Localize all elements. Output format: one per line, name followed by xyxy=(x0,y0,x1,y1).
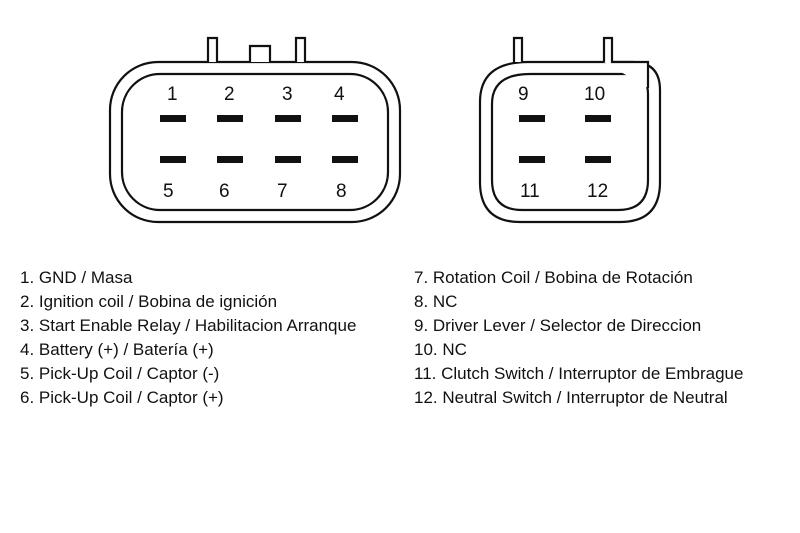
pin-slot-9 xyxy=(519,115,545,122)
pin-slot-11 xyxy=(519,156,545,163)
pin-slot-10 xyxy=(585,115,611,122)
pin-number-1: 1 xyxy=(167,84,178,105)
connector-4-pin-outer-shell xyxy=(478,60,662,224)
legend-item-7: 7. Rotation Coil / Bobina de Rotación xyxy=(414,268,693,287)
legend-item-6: 6. Pick-Up Coil / Captor (+) xyxy=(20,388,224,407)
pin-slot-8 xyxy=(332,156,358,163)
legend-item-8: 8. NC xyxy=(414,292,458,311)
pin-number-7: 7 xyxy=(277,181,288,202)
connector-8-pin-outer-shell xyxy=(108,60,402,224)
connector-8-pin-latch xyxy=(206,36,307,62)
pin-legend-left: 1. GND / Masa 2. Ignition coil / Bobina … xyxy=(20,266,356,410)
pin-legend-right: 7. Rotation Coil / Bobina de Rotación 8.… xyxy=(414,266,743,410)
legend-item-2: 2. Ignition coil / Bobina de ignición xyxy=(20,292,278,311)
pin-slot-2 xyxy=(217,115,243,122)
pin-slot-3 xyxy=(275,115,301,122)
legend-item-3: 3. Start Enable Relay / Habilitacion Arr… xyxy=(20,316,357,335)
connector-4-pin xyxy=(478,36,662,224)
pin-slot-6 xyxy=(217,156,243,163)
pin-number-9: 9 xyxy=(518,84,529,105)
pin-number-11: 11 xyxy=(520,181,540,202)
legend-item-11: 11. Clutch Switch / Interruptor de Embra… xyxy=(414,364,744,383)
pin-number-5: 5 xyxy=(163,181,174,202)
pin-number-3: 3 xyxy=(282,84,293,105)
connector-4-pin-inner-shell xyxy=(490,72,650,212)
pin-number-10: 10 xyxy=(584,84,605,105)
pin-slot-4 xyxy=(332,115,358,122)
legend-item-12: 12. Neutral Switch / Interruptor de Neut… xyxy=(414,388,728,407)
legend-item-10: 10. NC xyxy=(414,340,467,359)
legend-item-1: 1. GND / Masa xyxy=(20,268,133,287)
pin-slot-1 xyxy=(160,115,186,122)
legend-item-4: 4. Battery (+) / Batería (+) xyxy=(20,340,214,359)
connector-4-pin-latch xyxy=(512,36,650,88)
pin-number-4: 4 xyxy=(334,84,345,105)
pin-number-12: 12 xyxy=(587,181,608,202)
pin-number-2: 2 xyxy=(224,84,235,105)
pin-numbers: 1 2 3 4 5 6 7 8 9 10 11 12 xyxy=(163,84,608,202)
pin-slots xyxy=(160,115,611,163)
legend-item-9: 9. Driver Lever / Selector de Direccion xyxy=(414,316,702,335)
pin-number-6: 6 xyxy=(219,181,230,202)
connector-8-pin-inner-shell xyxy=(120,72,390,212)
legend-item-5: 5. Pick-Up Coil / Captor (-) xyxy=(20,364,220,383)
pin-slot-12 xyxy=(585,156,611,163)
connector-8-pin xyxy=(108,36,402,224)
pin-slot-5 xyxy=(160,156,186,163)
pin-slot-7 xyxy=(275,156,301,163)
pin-number-8: 8 xyxy=(336,181,347,202)
